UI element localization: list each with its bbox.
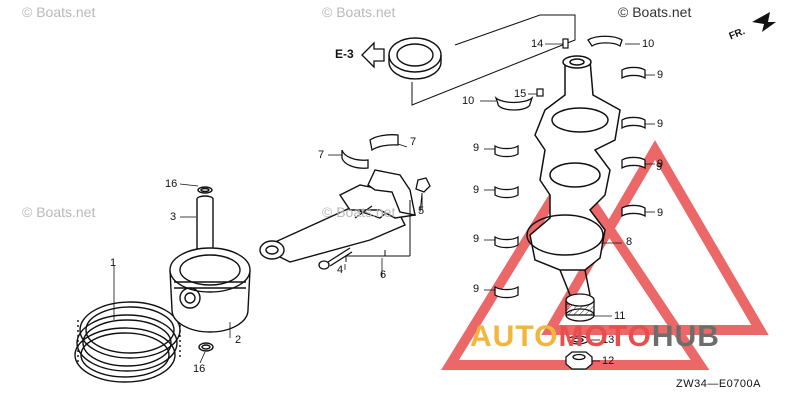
callout-9-r3: 9: [657, 158, 664, 170]
pin-clip-bottom: [198, 342, 214, 352]
watermark-top-center: © Boats.net: [322, 4, 396, 20]
logo-part-auto: AUTO: [470, 320, 559, 353]
callout-9-r3-alt: 9: [656, 161, 663, 173]
watermark-mid-left: © Boats.net: [22, 204, 96, 220]
crankshaft: [526, 55, 621, 296]
callout-16-bottom: 16: [193, 363, 206, 375]
logo-part-hub: HUB: [651, 320, 720, 353]
watermark-top-left: © Boats.net: [22, 4, 96, 20]
leader-lines: [113, 43, 655, 364]
rod-bearing-lower: [341, 149, 369, 169]
thrust-washers: [494, 35, 623, 111]
callout-15: 15: [514, 88, 527, 100]
timing-gear: [565, 293, 595, 322]
callout-3: 3: [170, 211, 177, 223]
callout-11: 11: [614, 310, 626, 322]
callout-7-right: 7: [410, 136, 417, 148]
callout-9-l1: 9: [473, 142, 480, 154]
callout-4: 4: [337, 264, 344, 276]
connecting-rod: [259, 184, 416, 263]
piston: [169, 247, 251, 333]
e3-arrow: [361, 41, 385, 69]
callout-9-r2: 9: [657, 118, 664, 130]
callout-8: 8: [626, 236, 633, 248]
watermark-mid-center: © Boats.net: [322, 204, 396, 220]
rod-bearing-upper: [369, 134, 399, 152]
watermark-logo: AUTOMOTOHUB: [470, 322, 720, 352]
main-bearings: [494, 66, 646, 299]
callout-16-top: 16: [165, 178, 178, 190]
piston-ring-set: [74, 301, 181, 383]
oil-seal-e3: [388, 37, 442, 80]
front-arrow: [752, 12, 776, 32]
callout-1: 1: [110, 257, 117, 269]
callout-10-right: 10: [642, 38, 655, 50]
callout-10-left: 10: [462, 95, 475, 107]
callout-12: 12: [602, 355, 615, 367]
dowel-pin: [562, 38, 569, 49]
rod-bolt: [318, 205, 373, 270]
callout-9-l4: 9: [473, 283, 480, 295]
callout-14: 14: [531, 38, 544, 50]
callout-7-left: 7: [318, 149, 325, 161]
crank-nut: [565, 351, 593, 370]
section-reference-label: E-3: [335, 47, 354, 61]
callout-5: 5: [418, 205, 425, 217]
rod-nut: [415, 177, 431, 193]
callout-9-l2: 9: [473, 184, 480, 196]
callout-2: 2: [235, 334, 242, 346]
callout-13: 13: [602, 334, 615, 346]
logo-part-moto: MOTO: [558, 320, 652, 353]
rod-cap: [367, 169, 416, 216]
callout-9-l3: 9: [473, 233, 480, 245]
callout-6: 6: [380, 269, 387, 281]
diagram-code: ZW34—E0700A: [676, 378, 761, 390]
woodruff-key: [536, 88, 544, 97]
rod-assembly-bracket: [345, 193, 423, 262]
seal-bracket-lines: [411, 14, 576, 106]
callout-9-r1: 9: [657, 69, 664, 81]
callout-9-r4: 9: [657, 207, 664, 219]
watermark-top-right: © Boats.net: [618, 4, 692, 20]
